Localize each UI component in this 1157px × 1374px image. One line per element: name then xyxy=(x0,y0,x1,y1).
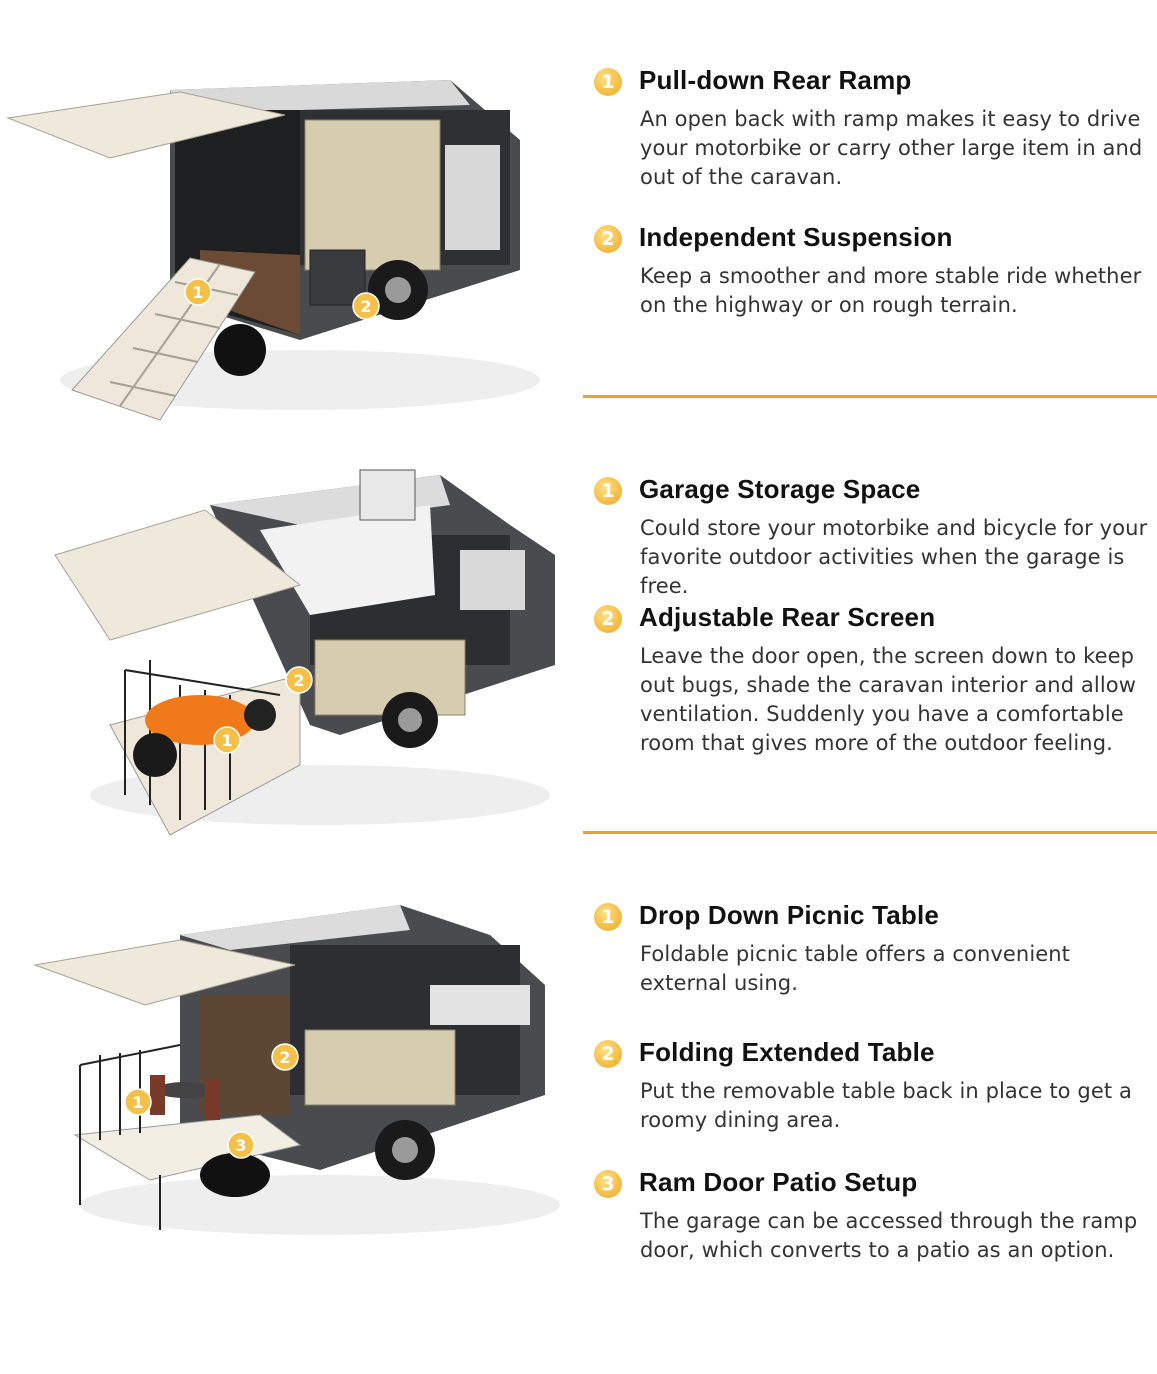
feature-title: Drop Down Picnic Table xyxy=(639,900,940,930)
feature-description: Could store your motorbike and bicycle f… xyxy=(640,516,1148,598)
feature-description: An open back with ramp makes it easy to … xyxy=(640,107,1143,189)
feature-description: Leave the door open, the screen down to … xyxy=(640,644,1136,755)
feature-description: Keep a smoother and more stable ride whe… xyxy=(640,264,1142,317)
marker-badge-2: 2 xyxy=(271,1043,299,1071)
caravan-patio-illustration: 2 1 3 xyxy=(33,905,560,1235)
section-divider xyxy=(583,395,1157,398)
feature-title: Pull-down Rear Ramp xyxy=(639,65,912,95)
marker-badge-3: 3 xyxy=(227,1131,255,1159)
feature-title: Adjustable Rear Screen xyxy=(639,602,936,632)
svg-text:2: 2 xyxy=(279,1048,290,1067)
feature-title: Garage Storage Space xyxy=(639,474,921,504)
svg-text:3: 3 xyxy=(235,1136,246,1155)
caravan-ramp-illustration: 1 2 xyxy=(6,80,540,421)
section-garage: 2 1 1 Garage Storage Space Could store y… xyxy=(0,440,1157,840)
section-rear-ramp: 1 2 1 Pull-down Rear Ramp An open back w… xyxy=(0,0,1157,421)
number-badge: 2 xyxy=(594,1040,622,1068)
number-badge: 2 xyxy=(594,225,622,253)
svg-text:1: 1 xyxy=(221,731,232,750)
feature-title: Ram Door Patio Setup xyxy=(639,1167,918,1197)
feature-description: The garage can be accessed through the r… xyxy=(640,1209,1138,1262)
feature-title: Independent Suspension xyxy=(639,222,953,252)
caravan-garage-illustration: 2 1 xyxy=(54,469,555,836)
svg-text:1: 1 xyxy=(192,283,203,302)
feature-title: Folding Extended Table xyxy=(639,1037,935,1067)
marker-badge-1: 1 xyxy=(213,726,241,754)
svg-text:1: 1 xyxy=(132,1093,143,1112)
svg-text:2: 2 xyxy=(360,297,371,316)
number-badge: 1 xyxy=(594,477,622,505)
svg-text:2: 2 xyxy=(293,671,304,690)
marker-badge-1: 1 xyxy=(124,1088,152,1116)
marker-badge-1: 1 xyxy=(184,278,212,306)
number-badge: 1 xyxy=(594,68,622,96)
section-patio: 2 1 3 1 Drop Down Picnic Table Foldable … xyxy=(0,880,1157,1320)
number-badge: 2 xyxy=(594,605,622,633)
marker-badge-2: 2 xyxy=(352,292,380,320)
number-badge: 3 xyxy=(594,1170,622,1198)
number-badge: 1 xyxy=(594,903,622,931)
marker-badge-2: 2 xyxy=(285,666,313,694)
section-divider xyxy=(583,831,1157,834)
feature-description: Put the removable table back in place to… xyxy=(640,1079,1132,1132)
feature-description: Foldable picnic table offers a convenien… xyxy=(640,942,1071,995)
